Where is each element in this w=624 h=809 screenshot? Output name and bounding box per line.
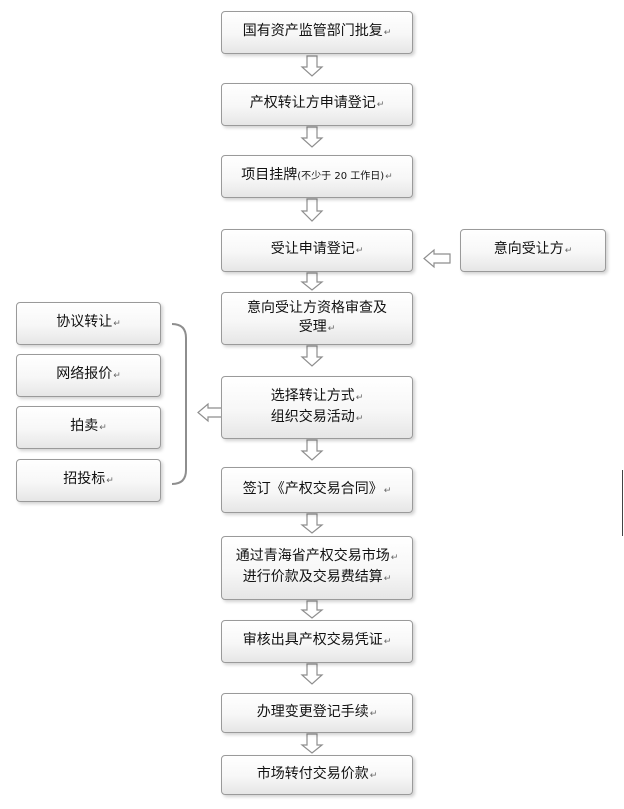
return-mark: ↵ <box>327 323 336 334</box>
step-label: 办理变更登记手续 <box>256 703 369 720</box>
return-mark: ↵ <box>383 28 392 38</box>
arrow-left-input <box>423 248 451 269</box>
step-label-line-1: 意向受让方资格审查及 <box>247 299 387 316</box>
method-label: 协议转让 <box>56 314 113 330</box>
step-label: 市场转付交易价款 <box>256 765 369 782</box>
step-label-line-2: 组织交易活动 <box>270 408 355 425</box>
return-mark: ↵ <box>383 574 392 584</box>
arrow-down-8 <box>300 600 324 619</box>
step-label-line-2: 受理 <box>298 318 327 335</box>
arrow-down-2 <box>300 126 324 148</box>
return-mark: ↵ <box>385 172 393 182</box>
step-label: 国有资产监管部门批复 <box>242 23 383 39</box>
return-mark: ↵ <box>355 413 364 424</box>
step-note: (不少于 20 工作日) <box>297 171 385 182</box>
step-label-line-2: 进行价款及交易费结算 <box>242 569 383 585</box>
arrow-down-4 <box>300 272 324 291</box>
arrow-down-7 <box>300 513 324 534</box>
return-mark: ↵ <box>369 708 378 719</box>
return-mark: ↵ <box>99 423 107 433</box>
arrow-down-3 <box>300 198 324 222</box>
intended-buyer-box: 意向受让方↵ <box>460 229 606 272</box>
flow-step-qualification-review: 意向受让方资格审查及 受理↵ <box>221 292 413 345</box>
flow-step-certificate: 审核出具产权交易凭证↵ <box>221 620 413 663</box>
methods-brace <box>171 323 187 485</box>
arrow-down-1 <box>300 55 324 77</box>
return-mark: ↵ <box>376 100 385 110</box>
flow-step-seller-registration: 产权转让方申请登记↵ <box>221 83 413 126</box>
flow-step-approval: 国有资产监管部门批复↵ <box>221 11 413 54</box>
return-mark: ↵ <box>355 246 364 256</box>
step-label: 意向受让方 <box>493 241 564 257</box>
return-mark: ↵ <box>564 246 573 256</box>
step-label: 受让申请登记 <box>270 241 355 257</box>
page-edge-line <box>622 470 623 536</box>
return-mark: ↵ <box>113 319 121 329</box>
step-label-line-1: 选择转让方式 <box>270 387 355 404</box>
step-label: 项目挂牌 <box>241 167 298 183</box>
step-label-line-1: 通过青海省产权交易市场 <box>235 548 390 564</box>
arrow-left-methods <box>197 402 223 423</box>
return-mark: ↵ <box>383 637 392 647</box>
arrow-down-6 <box>300 439 324 461</box>
flow-step-sign-contract: 签订《产权交易合同》↵ <box>221 467 413 513</box>
flow-step-transfer-payment: 市场转付交易价款↵ <box>221 755 413 795</box>
step-label: 审核出具产权交易凭证 <box>242 632 383 648</box>
arrow-down-5 <box>300 345 324 367</box>
step-label: 签订《产权交易合同》 <box>242 480 383 497</box>
return-mark: ↵ <box>369 770 378 781</box>
return-mark: ↵ <box>390 553 399 563</box>
return-mark: ↵ <box>383 485 392 496</box>
flow-step-select-method: 选择转让方式↵ 组织交易活动↵ <box>221 376 413 439</box>
flow-step-settlement: 通过青海省产权交易市场↵ 进行价款及交易费结算↵ <box>221 536 413 600</box>
flow-step-buyer-application: 受让申请登记↵ <box>221 229 413 272</box>
method-label: 拍卖 <box>70 418 99 434</box>
return-mark: ↵ <box>355 392 364 403</box>
method-label: 网络报价 <box>56 366 113 382</box>
step-label: 产权转让方申请登记 <box>249 95 376 111</box>
method-label: 招投标 <box>63 471 106 487</box>
return-mark: ↵ <box>113 371 121 381</box>
method-tender: 招投标↵ <box>16 459 161 502</box>
method-online-bidding: 网络报价↵ <box>16 354 161 397</box>
flow-step-listing: 项目挂牌(不少于 20 工作日)↵ <box>221 155 413 198</box>
arrow-down-10 <box>300 733 324 754</box>
arrow-down-9 <box>300 663 324 685</box>
method-agreement-transfer: 协议转让↵ <box>16 302 161 345</box>
flow-step-change-registration: 办理变更登记手续↵ <box>221 693 413 733</box>
method-auction: 拍卖↵ <box>16 406 161 449</box>
return-mark: ↵ <box>106 476 114 486</box>
